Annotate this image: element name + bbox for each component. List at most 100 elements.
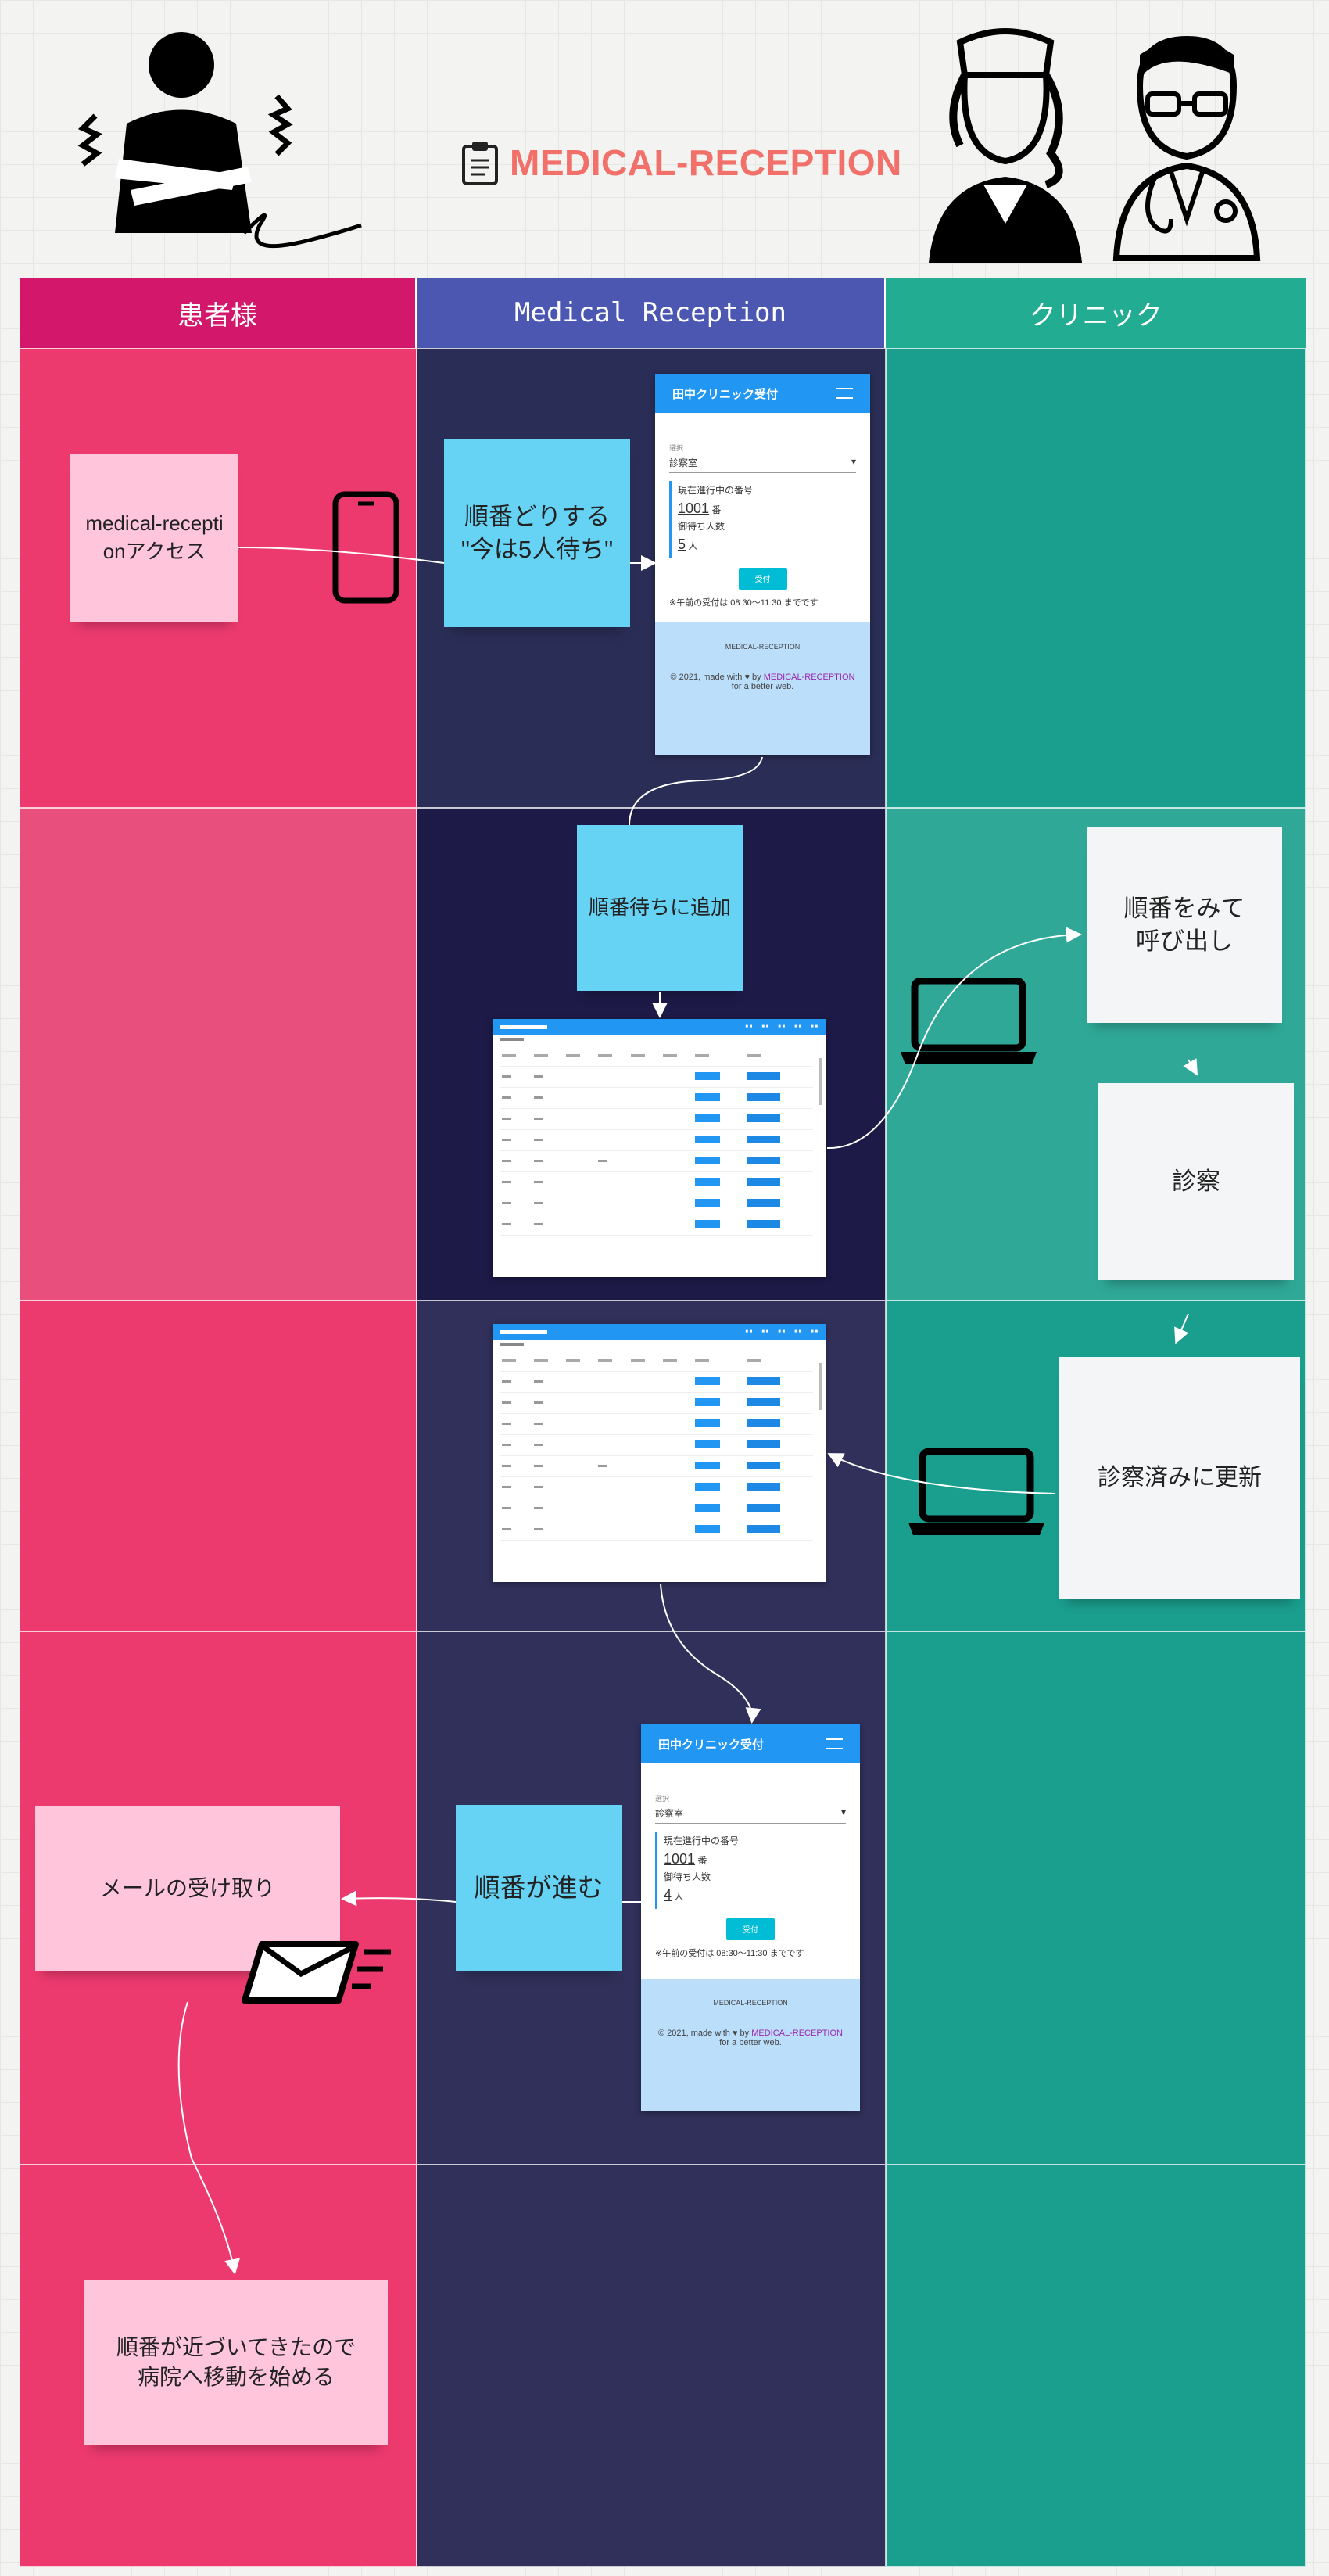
cell-clinic-row4 (886, 1631, 1306, 2165)
cell-patient-row2 (20, 808, 417, 1301)
row-cancel-button[interactable] (747, 1136, 781, 1143)
dept-label: 選択 (655, 1795, 670, 1803)
connector-phone-to-add (629, 756, 763, 826)
row-action-button[interactable] (694, 1377, 720, 1385)
row-cancel-button[interactable] (747, 1440, 781, 1448)
scrollbar[interactable] (819, 1363, 822, 1410)
table-row (500, 1392, 814, 1414)
table-row (500, 1046, 814, 1067)
table-row (500, 1214, 814, 1236)
lane-header-label: 患者様 (177, 300, 257, 331)
reception-button[interactable]: 受付 (738, 567, 787, 590)
clipboard-icon (462, 142, 498, 185)
table-row (500, 1498, 814, 1519)
row-action-button[interactable] (694, 1398, 720, 1406)
table-row (500, 1087, 814, 1109)
lane-header-label: クリニック (1029, 300, 1162, 331)
sticky-exam: 診察 (1098, 1083, 1294, 1280)
table-row (500, 1129, 814, 1151)
sticky-access: medical-receptionアクセス (70, 454, 238, 622)
admin-screen-1: ■ ■■ ■■ ■■ ■■ ■ (493, 1019, 826, 1277)
row-cancel-button[interactable] (747, 1093, 781, 1101)
laptop-icon (901, 978, 1037, 1064)
table-row (500, 1171, 814, 1193)
table-row (500, 1193, 814, 1214)
lane-header-patient: 患者様 (20, 278, 417, 348)
cell-clinic-row1 (886, 348, 1306, 808)
sticky-update: 診察済みに更新 (1059, 1357, 1300, 1599)
row-cancel-button[interactable] (747, 1483, 781, 1491)
row-action-button[interactable] (694, 1504, 720, 1512)
table-row (500, 1351, 814, 1372)
row-cancel-button[interactable] (747, 1504, 781, 1512)
reception-button[interactable]: 受付 (726, 1918, 775, 1940)
row-action-button[interactable] (694, 1462, 720, 1469)
admin-table (500, 1046, 814, 1236)
row-cancel-button[interactable] (747, 1377, 781, 1385)
row-action-button[interactable] (694, 1419, 720, 1427)
connector-access-to-wait (238, 547, 445, 564)
connector-update-to-admin (827, 1453, 1056, 1494)
menu-icon[interactable] (826, 1738, 843, 1749)
connector-progress-to-mail (341, 1890, 457, 1907)
menu-icon[interactable] (836, 388, 853, 399)
row-cancel-button[interactable] (747, 1199, 781, 1207)
row-cancel-button[interactable] (747, 1462, 781, 1469)
sticky-wait: 順番どりする "今は5人待ち" (444, 439, 630, 627)
row-cancel-button[interactable] (747, 1114, 781, 1122)
smartphone-icon (332, 491, 399, 604)
footer-link[interactable]: MEDICAL-RECEPTION (763, 673, 855, 682)
row-action-button[interactable] (694, 1093, 720, 1101)
row-action-button[interactable] (694, 1220, 720, 1228)
row-cancel-button[interactable] (747, 1419, 781, 1427)
scrollbar[interactable] (819, 1058, 822, 1105)
admin-screen-2: ■ ■■ ■■ ■■ ■■ ■ (493, 1324, 826, 1582)
table-row (500, 1434, 814, 1456)
row-cancel-button[interactable] (747, 1072, 781, 1080)
connector-admin-to-call (826, 927, 1082, 1150)
table-row (500, 1519, 814, 1541)
queue-status: 現在進行中の番号 1001 番 御待ち人数 4 人 (655, 1832, 846, 1909)
phone-mockup-2: 田中クリニック受付 選択 診察室▾ 現在進行中の番号 1001 番 御待ち人数 … (641, 1724, 860, 2111)
connector-mail-to-move (177, 2001, 240, 2275)
worried-patient-icon (77, 32, 362, 249)
dept-select[interactable]: 診察室▾ (655, 1803, 846, 1824)
admin-header: ■ ■■ ■■ ■■ ■■ ■ (493, 1019, 826, 1035)
sticky-add-queue: 順番待ちに追加 (577, 825, 743, 991)
admin-table (500, 1351, 814, 1541)
row-action-button[interactable] (694, 1440, 720, 1448)
mail-icon (242, 1941, 391, 2004)
doctor-icon (1112, 35, 1261, 261)
phone-footer: MEDICAL-RECEPTION © 2021, made with ♥ by… (655, 622, 870, 755)
connector-exam-to-update (1174, 1313, 1189, 1344)
footer-link[interactable]: MEDICAL-RECEPTION (751, 2029, 843, 2038)
row-cancel-button[interactable] (747, 1220, 781, 1228)
waiting-count: 4 (664, 1887, 672, 1903)
row-action-button[interactable] (694, 1114, 720, 1122)
row-cancel-button[interactable] (747, 1178, 781, 1186)
row-action-button[interactable] (694, 1199, 720, 1207)
row-action-button[interactable] (694, 1072, 720, 1080)
row-action-button[interactable] (694, 1178, 720, 1186)
row-action-button[interactable] (694, 1525, 720, 1533)
sticky-progress: 順番が進む (456, 1805, 622, 1971)
table-row (500, 1108, 814, 1130)
row-action-button[interactable] (694, 1157, 720, 1164)
row-cancel-button[interactable] (747, 1525, 781, 1533)
phone-header: 田中クリニック受付 (641, 1724, 860, 1763)
dept-select[interactable]: 診察室▾ (669, 453, 856, 473)
sticky-mail: メールの受け取り (35, 1806, 340, 1971)
row-action-button[interactable] (694, 1483, 720, 1491)
row-cancel-button[interactable] (747, 1398, 781, 1406)
table-row (500, 1066, 814, 1088)
table-row (500, 1371, 814, 1393)
row-action-button[interactable] (694, 1136, 720, 1143)
row-cancel-button[interactable] (747, 1157, 781, 1164)
nurse-icon (929, 28, 1082, 263)
title-text: MEDICAL-RECEPTION (510, 142, 902, 183)
sticky-call: 順番をみて 呼び出し (1087, 827, 1282, 1023)
lane-header-reception: Medical Reception (417, 278, 886, 348)
app-title: MEDICAL-RECEPTION (461, 135, 902, 191)
hours-note: ※午前の受付は 08:30〜11:30 までです (669, 597, 819, 608)
